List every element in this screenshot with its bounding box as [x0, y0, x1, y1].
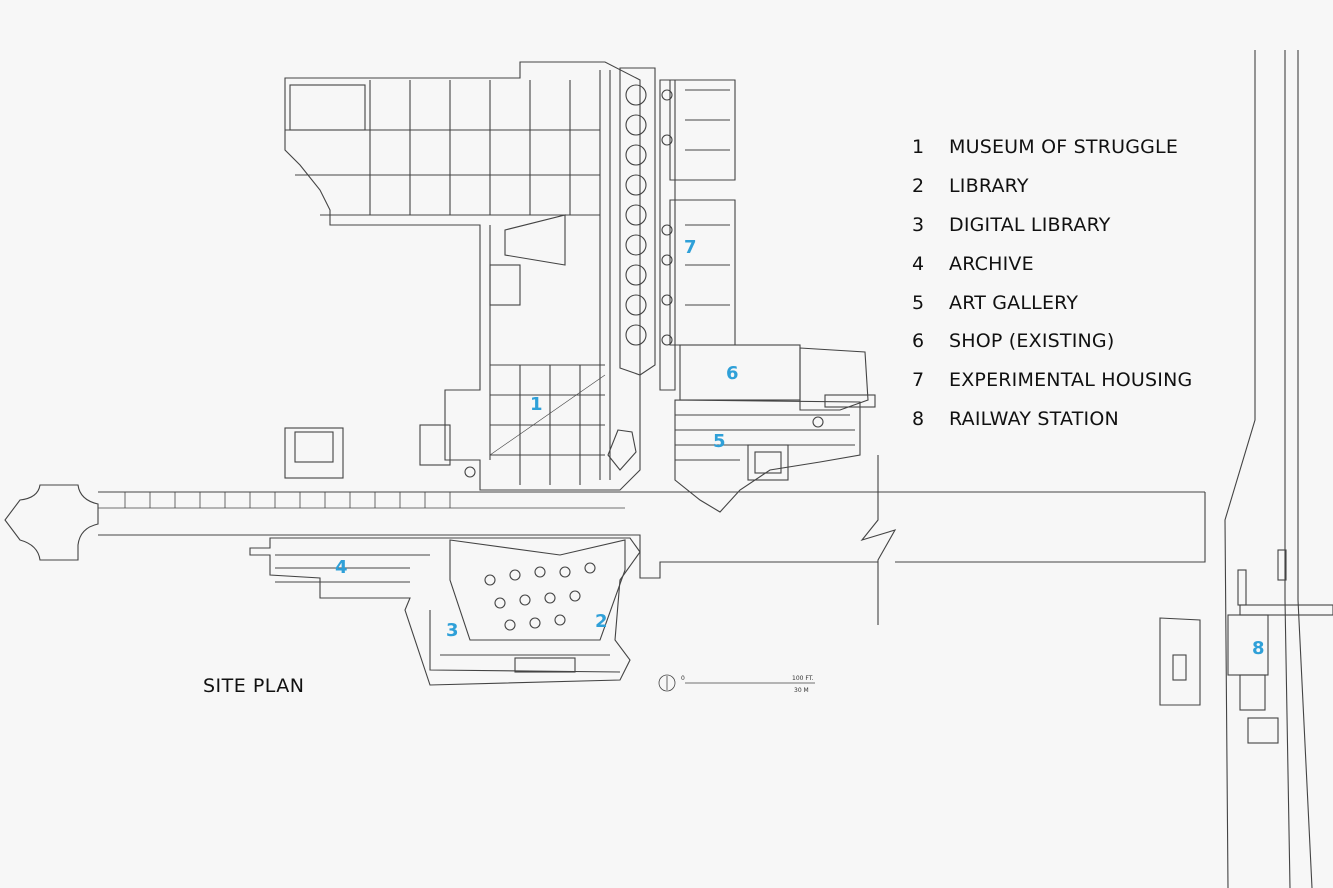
marker-6: 6: [726, 363, 739, 384]
legend-item: 6 SHOP (EXISTING): [912, 322, 1192, 361]
housing-blocks: [619, 67, 736, 391]
legend-number: 6: [912, 330, 925, 353]
scale-zero: 0: [681, 675, 685, 682]
shop-gallery-block: [674, 344, 876, 513]
legend-label: SHOP (EXISTING): [949, 330, 1115, 353]
marker-4: 4: [335, 557, 348, 578]
legend-item: 2 LIBRARY: [912, 167, 1192, 206]
legend-number: 5: [912, 291, 925, 314]
scale-ft: 100 FT.: [792, 675, 814, 682]
legend-item: 4 ARCHIVE: [912, 244, 1192, 283]
legend-label: ARCHIVE: [949, 252, 1034, 275]
north-arrow-icon: [658, 674, 676, 692]
legend-label: ART GALLERY: [949, 291, 1079, 314]
railway: [1159, 50, 1333, 888]
road-hatching: [98, 492, 625, 509]
legend-label: LIBRARY: [949, 175, 1029, 198]
marker-5: 5: [713, 431, 726, 452]
legend-label: DIGITAL LIBRARY: [949, 213, 1111, 236]
legend-label: EXPERIMENTAL HOUSING: [949, 369, 1193, 392]
legend-item: 5 ART GALLERY: [912, 283, 1192, 322]
marker-1: 1: [530, 394, 543, 415]
museum-block: [284, 61, 641, 491]
marker-7: 7: [684, 237, 697, 258]
legend-number: 8: [912, 407, 925, 430]
road-break-zigzag: [860, 455, 897, 625]
legend-number: 2: [912, 175, 925, 198]
legend-label: RAILWAY STATION: [949, 407, 1119, 430]
legend-number: 4: [912, 252, 925, 275]
marker-3: 3: [446, 620, 459, 641]
legend-number: 1: [912, 136, 925, 159]
legend-item: 7 EXPERIMENTAL HOUSING: [912, 361, 1192, 400]
scale-m: 30 M: [794, 687, 809, 694]
road-edge-south-east: [895, 492, 1206, 563]
roundabout: [4, 484, 99, 561]
library-complex: [249, 537, 641, 686]
scale-bar: [658, 674, 815, 692]
legend-item: 1 MUSEUM OF STRUGGLE: [912, 128, 1192, 167]
legend-label: MUSEUM OF STRUGGLE: [949, 136, 1179, 159]
marker-2: 2: [595, 611, 608, 632]
legend-item: 8 RAILWAY STATION: [912, 400, 1192, 439]
legend-item: 3 DIGITAL LIBRARY: [912, 206, 1192, 245]
marker-8: 8: [1252, 638, 1265, 659]
site-plan-title: SITE PLAN: [203, 675, 305, 697]
legend-number: 3: [912, 213, 925, 236]
road-edge-south: [98, 534, 878, 579]
west-pavilion: [284, 427, 344, 479]
legend: 1 MUSEUM OF STRUGGLE 2 LIBRARY 3 DIGITAL…: [912, 128, 1192, 438]
legend-number: 7: [912, 369, 925, 392]
